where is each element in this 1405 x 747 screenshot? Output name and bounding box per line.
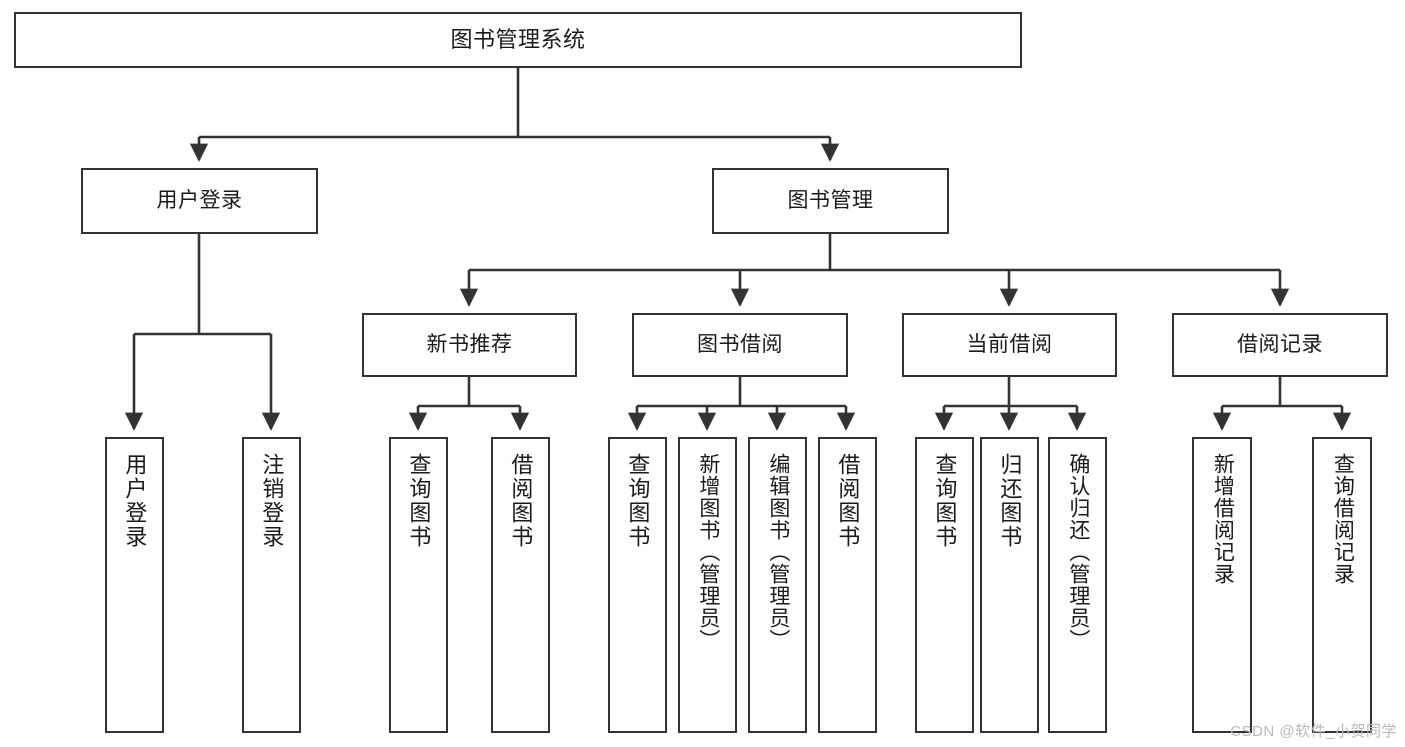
leaf-current-return-book[interactable]: 归还图书 bbox=[980, 437, 1039, 733]
node-label: 查询借阅记录 bbox=[1331, 453, 1355, 585]
node-label: 编辑图书（管理员） bbox=[766, 453, 790, 651]
node-label: 注销登录 bbox=[259, 453, 285, 549]
node-user-login[interactable]: 用户登录 bbox=[81, 168, 318, 234]
leaf-new-book-query-book[interactable]: 查询图书 bbox=[389, 437, 448, 733]
leaf-borrow-borrow-book[interactable]: 借阅图书 bbox=[818, 437, 877, 733]
node-label: 查询图书 bbox=[932, 453, 958, 549]
leaf-borrow-query-book[interactable]: 查询图书 bbox=[608, 437, 667, 733]
leaf-logout[interactable]: 注销登录 bbox=[242, 437, 301, 733]
node-label: 图书借阅 bbox=[697, 332, 783, 356]
node-label: 借阅记录 bbox=[1237, 332, 1323, 356]
node-label: 图书管理 bbox=[787, 188, 874, 212]
leaf-new-book-borrow-book[interactable]: 借阅图书 bbox=[491, 437, 550, 733]
node-label: 新增借阅记录 bbox=[1211, 453, 1235, 585]
leaf-records-query-record[interactable]: 查询借阅记录 bbox=[1312, 437, 1372, 733]
leaf-borrow-add-book-admin[interactable]: 新增图书（管理员） bbox=[678, 437, 737, 733]
leaf-current-query-book[interactable]: 查询图书 bbox=[915, 437, 974, 733]
node-label: 归还图书 bbox=[997, 453, 1023, 549]
node-label: 查询图书 bbox=[406, 453, 432, 549]
node-label: 新增图书（管理员） bbox=[696, 453, 720, 651]
node-label: 当前借阅 bbox=[966, 332, 1053, 356]
leaf-current-confirm-return-admin[interactable]: 确认归还（管理员） bbox=[1048, 437, 1107, 733]
leaf-borrow-edit-book-admin[interactable]: 编辑图书（管理员） bbox=[748, 437, 807, 733]
node-current-borrow[interactable]: 当前借阅 bbox=[902, 313, 1117, 377]
node-label: 借阅图书 bbox=[508, 453, 534, 549]
node-borrow-records[interactable]: 借阅记录 bbox=[1172, 313, 1388, 377]
csdn-watermark: CSDN @软件_小贺同学 bbox=[1230, 723, 1397, 740]
node-label: 借阅图书 bbox=[835, 453, 861, 549]
node-label: 图书管理系统 bbox=[450, 27, 586, 53]
node-label: 查询图书 bbox=[625, 453, 651, 549]
node-label: 新书推荐 bbox=[426, 332, 513, 356]
leaf-user-login[interactable]: 用户登录 bbox=[105, 437, 164, 733]
node-label: 确认归还（管理员） bbox=[1066, 453, 1090, 651]
node-new-book-recommend[interactable]: 新书推荐 bbox=[362, 313, 577, 377]
node-book-management[interactable]: 图书管理 bbox=[712, 168, 949, 234]
node-label: 用户登录 bbox=[122, 453, 148, 549]
leaf-records-add-record[interactable]: 新增借阅记录 bbox=[1192, 437, 1252, 733]
node-book-borrow[interactable]: 图书借阅 bbox=[632, 313, 848, 377]
node-label: 用户登录 bbox=[156, 188, 243, 212]
node-root-book-management-system[interactable]: 图书管理系统 bbox=[14, 12, 1022, 68]
